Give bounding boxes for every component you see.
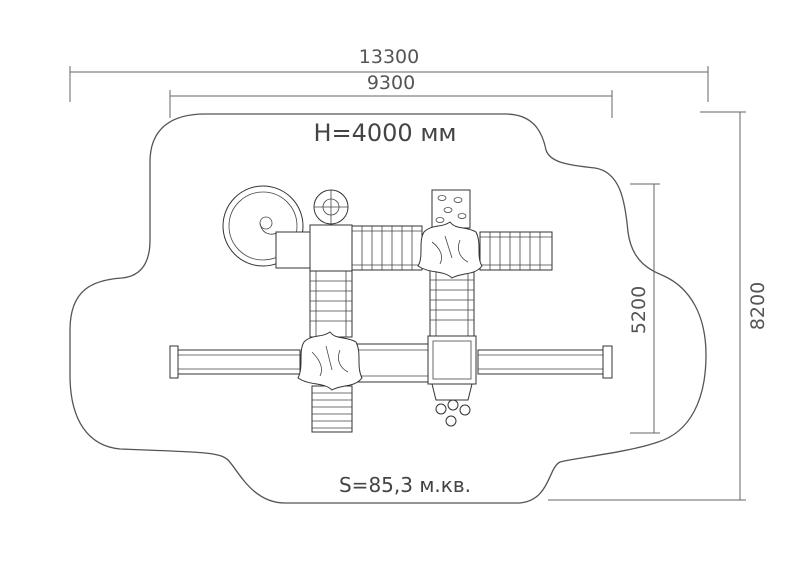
slide-top-right: [479, 231, 553, 271]
dimension-inner-height-label: 5200: [628, 286, 650, 334]
dimension-inner-width: 9300: [169, 72, 613, 118]
bridge-right-vertical: [429, 269, 475, 339]
dimension-total-height: 8200: [548, 111, 769, 501]
safety-zone-outline: [69, 113, 707, 504]
bridge-bottom: [351, 343, 431, 383]
area-label: S=85,3 м.кв.: [339, 473, 471, 497]
stairs-bottom-left: [311, 385, 353, 433]
leaf-roof-bottom-left: [297, 331, 363, 391]
slide-right: [477, 345, 613, 379]
leaf-roof-top-right: [417, 221, 483, 279]
dimension-total-width-label: 13300: [359, 46, 419, 68]
dimension-inner-height: 5200: [628, 183, 660, 434]
height-label: H=4000 мм: [313, 119, 456, 147]
slide-left: [169, 345, 301, 379]
dimension-total-width: 13300: [69, 46, 709, 102]
tower-bottom-right: [427, 335, 477, 427]
tower-top-left: [275, 189, 353, 272]
climbing-wall: [431, 189, 471, 229]
dimension-inner-width-label: 9300: [367, 72, 415, 94]
bridge-top: [351, 225, 423, 271]
bridge-left-vertical: [309, 270, 353, 338]
dimension-total-height-label: 8200: [747, 282, 769, 330]
